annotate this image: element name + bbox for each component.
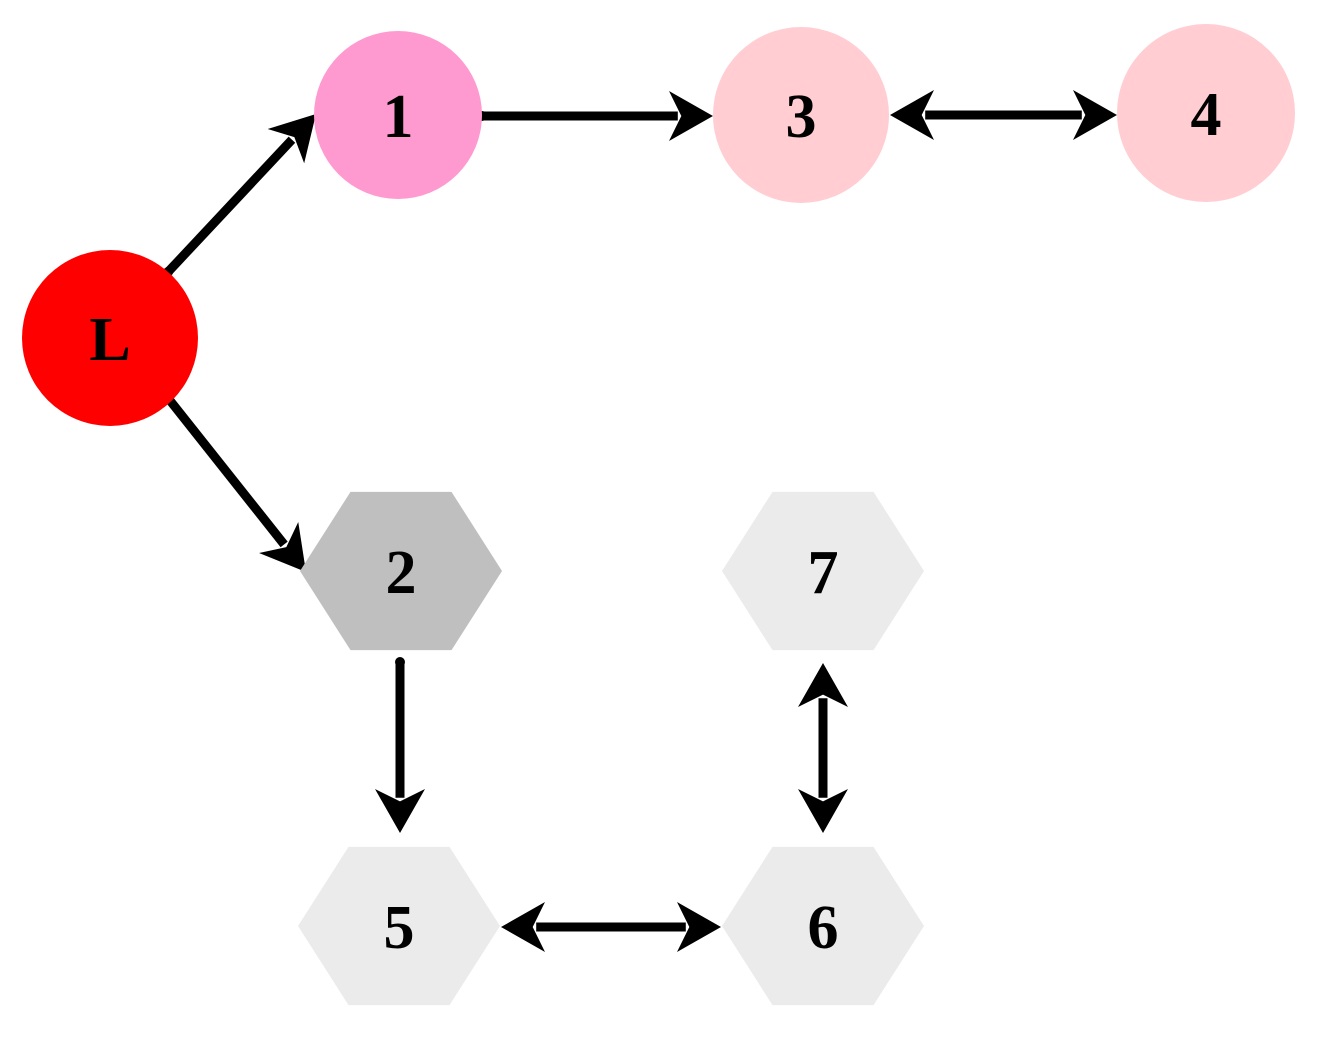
node-circle[interactable] [314,31,482,199]
node-7[interactable]: 7 [722,491,924,651]
arrow-head-forward [669,91,713,141]
node-5[interactable]: 5 [298,846,500,1006]
node-hexagon[interactable] [722,846,924,1006]
node-label: 4 [1191,81,1222,149]
arrow-head-forward [677,902,721,952]
edges-layer [163,90,1117,952]
edge-line [164,395,288,548]
edge-5-6[interactable] [501,902,721,952]
edge-L-1[interactable] [163,114,316,277]
node-L[interactable]: L [22,250,198,426]
node-label: 7 [808,539,839,607]
arrow-head-forward [267,114,316,164]
edge-tail-cap [395,657,405,667]
arrow-head-forward [798,789,848,833]
node-hexagon[interactable] [300,491,502,651]
node-hexagon[interactable] [298,846,500,1006]
edge-2-5[interactable] [375,657,425,833]
edge-line [164,136,296,276]
edge-3-4[interactable] [890,90,1117,140]
node-label: L [89,306,130,374]
node-6[interactable]: 6 [722,846,924,1006]
arrow-head-forward [1073,90,1117,140]
arrow-head-backward [890,90,934,140]
node-hexagon[interactable] [722,491,924,651]
node-label: 6 [808,894,839,962]
node-circle[interactable] [1117,24,1295,202]
node-label: 1 [383,83,414,151]
node-circle[interactable] [22,250,198,426]
edge-1-3[interactable] [477,91,713,141]
node-label: 2 [386,539,417,607]
arrow-head-backward [501,902,545,952]
arrow-head-forward [259,521,306,572]
edge-L-2[interactable] [163,393,306,572]
edge-7-6[interactable] [798,663,848,833]
arrow-head-backward [798,663,848,707]
node-3[interactable]: 3 [713,27,889,203]
node-circle[interactable] [713,27,889,203]
node-label: 5 [384,894,415,962]
node-1[interactable]: 1 [314,31,482,199]
node-label: 3 [786,83,817,151]
node-4[interactable]: 4 [1117,24,1295,202]
arrow-head-forward [375,789,425,833]
node-2[interactable]: 2 [300,491,502,651]
nodes-layer: L 1 3 4 2 7 5 6 [22,24,1295,1006]
